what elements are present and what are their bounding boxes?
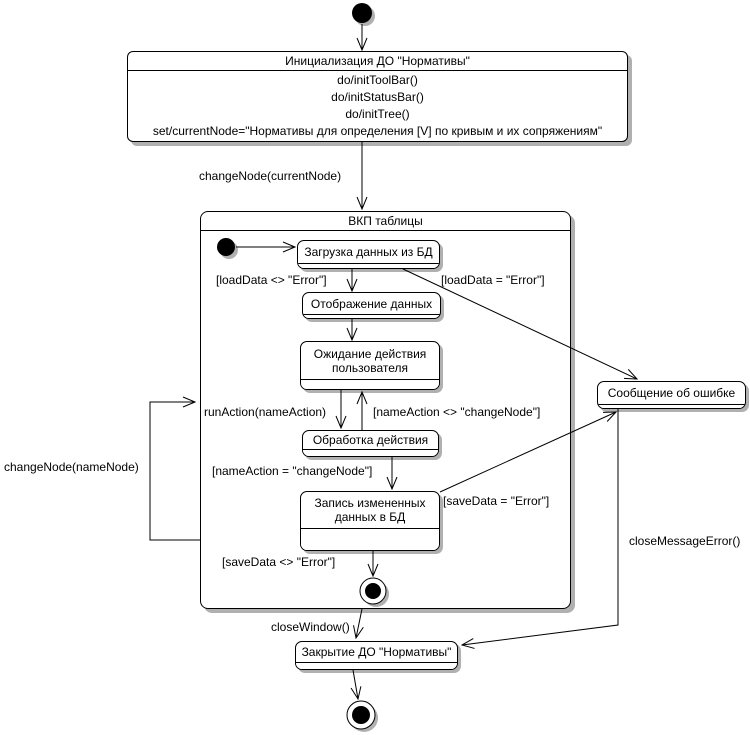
state-display-data: Отображение данных [302,292,441,319]
composite-state-content [201,231,570,608]
label-change-node-name: changeNode(nameNode) [4,460,139,474]
initial-state-icon [352,3,372,23]
state-actions: do/initToolBar() do/initStatusBar() do/i… [128,71,627,141]
state-wait-user-action: Ожидание действия пользователя [300,341,440,390]
state-empty-compartment [303,315,440,318]
state-title: Закрытие ДО "Нормативы" [296,642,457,663]
label-close-window: closeWindow() [271,620,350,634]
label-change-node-current: changeNode(currentNode) [199,169,342,183]
state-empty-compartment [296,663,457,669]
state-title: Инициализация ДО "Нормативы" [128,52,627,71]
state-error-message: Сообщение об ошибке [597,381,746,409]
composite-state-title: ВКП таблицы [201,212,570,231]
state-close-do: Закрытие ДО "Нормативы" [295,641,458,670]
final-state-icon [352,706,370,724]
state-title: Отображение данных [303,293,440,315]
state-empty-compartment [301,529,439,550]
initial-state-shadow [355,6,375,26]
state-title-line: Запись измененных [314,496,426,510]
state-save-data: Запись измененных данных в БД [300,491,440,551]
state-process-action: Обработка действия [302,430,439,457]
action-line: do/initTree() [345,107,410,121]
state-title: Запись измененных данных в БД [301,492,439,529]
label-run-action: runAction(nameAction) [204,405,327,419]
state-title: Ожидание действия пользователя [301,342,439,380]
label-load-error: [loadData = "Error"] [441,273,545,287]
state-title: Сообщение об ошибке [598,382,745,405]
label-name-action-change-node: [nameAction = "changeNode"] [212,464,373,478]
label-load-ok: [loadData <> "Error"] [216,273,327,287]
state-empty-compartment [303,450,438,456]
transition-vkp-to-close [356,608,362,638]
state-load-data: Загрузка данных из БД [297,240,440,269]
transition-close-to-final [353,669,358,699]
state-empty-compartment [598,405,745,408]
action-line: do/initStatusBar() [331,90,424,104]
state-empty-compartment [301,380,439,389]
action-line: do/initToolBar() [337,73,418,87]
final-state-shadow [350,704,378,732]
label-name-action-not-change-node: [nameAction <> "changeNode"] [373,405,541,419]
label-close-message-error: closeMessageError() [629,534,741,548]
action-line: set/currentNode="Нормативы для определен… [152,124,603,138]
state-init-normativy: Инициализация ДО "Нормативы" do/initTool… [127,51,628,142]
state-empty-compartment [298,264,439,268]
state-title: Обработка действия [303,431,438,450]
label-save-error: [saveData = "Error"] [443,494,550,508]
final-state-ring [346,700,376,730]
transition-vkp-self-loop [149,402,200,541]
label-save-ok: [saveData <> "Error"] [222,555,336,569]
state-title-line: данных в БД [334,510,406,524]
state-title-line: пользователя [332,360,408,375]
state-title-line: Ожидание действия [313,346,427,361]
state-title: Загрузка данных из БД [298,241,439,264]
